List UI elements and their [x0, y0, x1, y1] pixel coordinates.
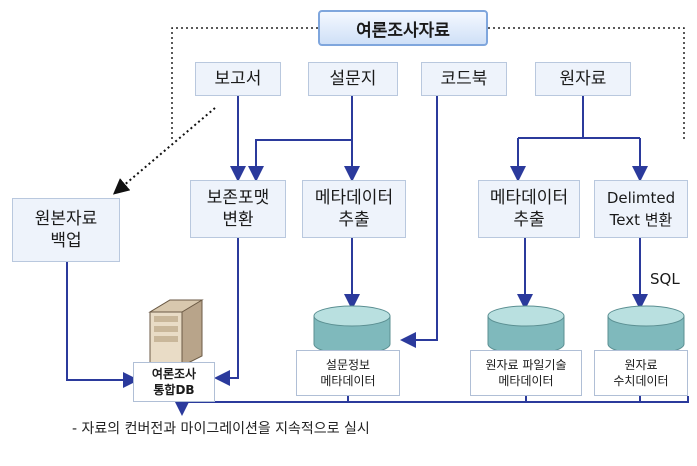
meta-extract-2-line1: 메타데이터 [489, 188, 569, 208]
backup-line2: 백업 [50, 231, 82, 251]
format-convert-box: 보존포맷 변환 [190, 180, 286, 238]
source-questionnaire: 설문지 [308, 62, 398, 96]
meta-extract-2-box: 메타데이터 추출 [478, 180, 580, 238]
integrated-db-line2: 통합DB [153, 383, 195, 397]
sql-label: SQL [650, 270, 680, 288]
delimited-convert-box: Delimted Text 변환 [594, 180, 688, 238]
source-report: 보고서 [195, 62, 281, 96]
raw-file-meta-line2: 메타데이터 [498, 374, 554, 388]
survey-meta-line2: 메타데이터 [320, 374, 376, 388]
integrated-db-line1: 여론조사 [151, 367, 197, 381]
survey-meta-line1: 설문정보 [325, 358, 371, 372]
source-codebook: 코드북 [421, 62, 507, 96]
database-cylinder-icon [607, 305, 685, 355]
meta-extract-1-line2: 추출 [338, 210, 370, 230]
delimited-line2: Text 변환 [609, 211, 673, 229]
format-convert-line2: 변환 [222, 210, 254, 230]
backup-box: 원본자료 백업 [12, 198, 120, 262]
survey-meta-box: 설문정보 메타데이터 [296, 350, 400, 396]
raw-numeric-line1: 원자료 [624, 358, 658, 372]
meta-extract-2-line2: 추출 [513, 210, 545, 230]
raw-numeric-line2: 수치데이터 [613, 374, 669, 388]
database-cylinder-icon [313, 305, 391, 355]
meta-extract-1-box: 메타데이터 추출 [302, 180, 406, 238]
title-box: 여론조사자료 [318, 10, 488, 46]
raw-file-meta-line1: 원자료 파일기술 [485, 358, 567, 372]
footnote: - 자료의 컨버전과 마이그레이션을 지속적으로 실시 [72, 421, 370, 437]
database-cylinder-icon [487, 305, 565, 355]
integrated-db-box: 여론조사 통합DB [133, 362, 215, 402]
delimited-line1: Delimted [606, 189, 676, 207]
format-convert-line1: 보존포맷 [206, 188, 270, 208]
database-server-icon [140, 298, 210, 372]
backup-line1: 원본자료 [34, 209, 98, 229]
source-raw-data: 원자료 [535, 62, 631, 96]
meta-extract-1-line1: 메타데이터 [314, 188, 394, 208]
raw-numeric-box: 원자료 수치데이터 [594, 350, 688, 396]
raw-file-meta-box: 원자료 파일기술 메타데이터 [470, 350, 582, 396]
